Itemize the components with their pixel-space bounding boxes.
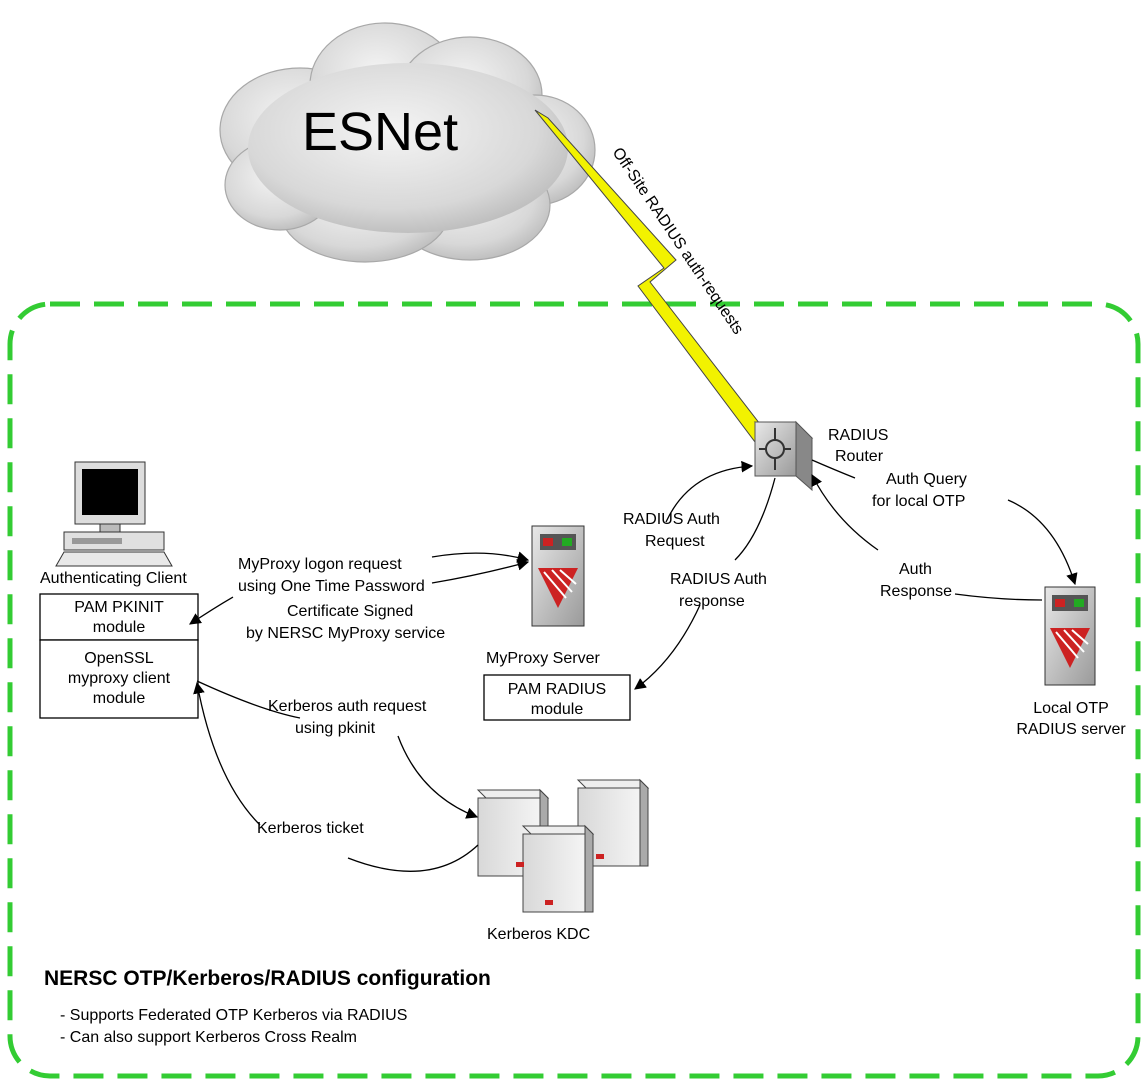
kerberos-ticket-line1: Kerberos ticket [257,820,364,837]
myproxy-logon-arrow-2 [431,559,530,584]
pam-radius-module [483,674,631,721]
pam-pkinit-line1: PAM PKINIT [74,599,164,616]
myproxy-logon-line1: MyProxy logon request [238,556,402,573]
openssl-line2: myproxy client [68,670,171,687]
radius-request-line1: RADIUS Auth [623,511,720,528]
offsite-link-label: Off-Site RADIUS auth-requests [609,145,747,338]
radius-request-line2: Request [645,533,705,550]
local-otp-server-icon [1044,586,1096,686]
bullet-cross-realm: - Can also support Kerberos Cross Realm [60,1029,357,1046]
local-otp-label-line1: Local OTP [1033,700,1109,717]
pam-radius-line1: PAM RADIUS [508,681,606,698]
radius-response-arrow [635,477,776,689]
radius-request-arrow [665,460,754,523]
myproxy-logon-line2: using One Time Password [238,578,425,595]
pam-pkinit-line2: module [93,619,146,636]
cert-signed-line1: Certificate Signed [287,603,413,620]
client-computer-icon [55,461,173,567]
esnet-cloud-icon [219,22,596,263]
kerberos-ticket-arrow [197,683,479,872]
configuration-title: NERSC OTP/Kerberos/RADIUS configuration [44,967,491,990]
radius-response-line2: response [679,593,745,610]
cert-signed-arrow [189,596,234,625]
router-label-line2: Router [835,448,884,465]
esnet-label: ESNet [302,102,458,162]
router-label-line1: RADIUS [828,427,888,444]
myproxy-logon-arrow [431,551,530,563]
openssl-line3: module [93,690,146,707]
kerberos-request-arrow [196,680,477,817]
auth-query-arrow [811,459,1075,584]
radius-response-line1: RADIUS Auth [670,571,767,588]
auth-query-line2: for local OTP [872,493,965,510]
client-label: Authenticating Client [40,570,187,587]
local-otp-label-line2: RADIUS server [1016,721,1126,738]
kerberos-request-line1: Kerberos auth request [268,698,427,715]
kerberos-request-line2: using pkinit [295,720,376,737]
auth-response-line1: Auth [899,561,932,578]
cert-signed-line2: by NERSC MyProxy service [246,625,445,642]
radius-router-icon [753,420,814,492]
bullet-federated: - Supports Federated OTP Kerberos via RA… [60,1007,407,1024]
pam-radius-line2: module [531,701,584,718]
openssl-line1: OpenSSL [84,650,153,667]
auth-response-line2: Response [880,583,952,600]
nersc-boundary [7,301,1141,1079]
auth-response-arrow [812,475,1043,601]
myproxy-label: MyProxy Server [486,650,600,667]
kdc-label: Kerberos KDC [487,926,590,943]
auth-query-line1: Auth Query [886,471,967,488]
kerberos-kdc-icon [476,778,650,913]
openssl-module [39,639,199,719]
myproxy-server-icon [531,525,585,627]
